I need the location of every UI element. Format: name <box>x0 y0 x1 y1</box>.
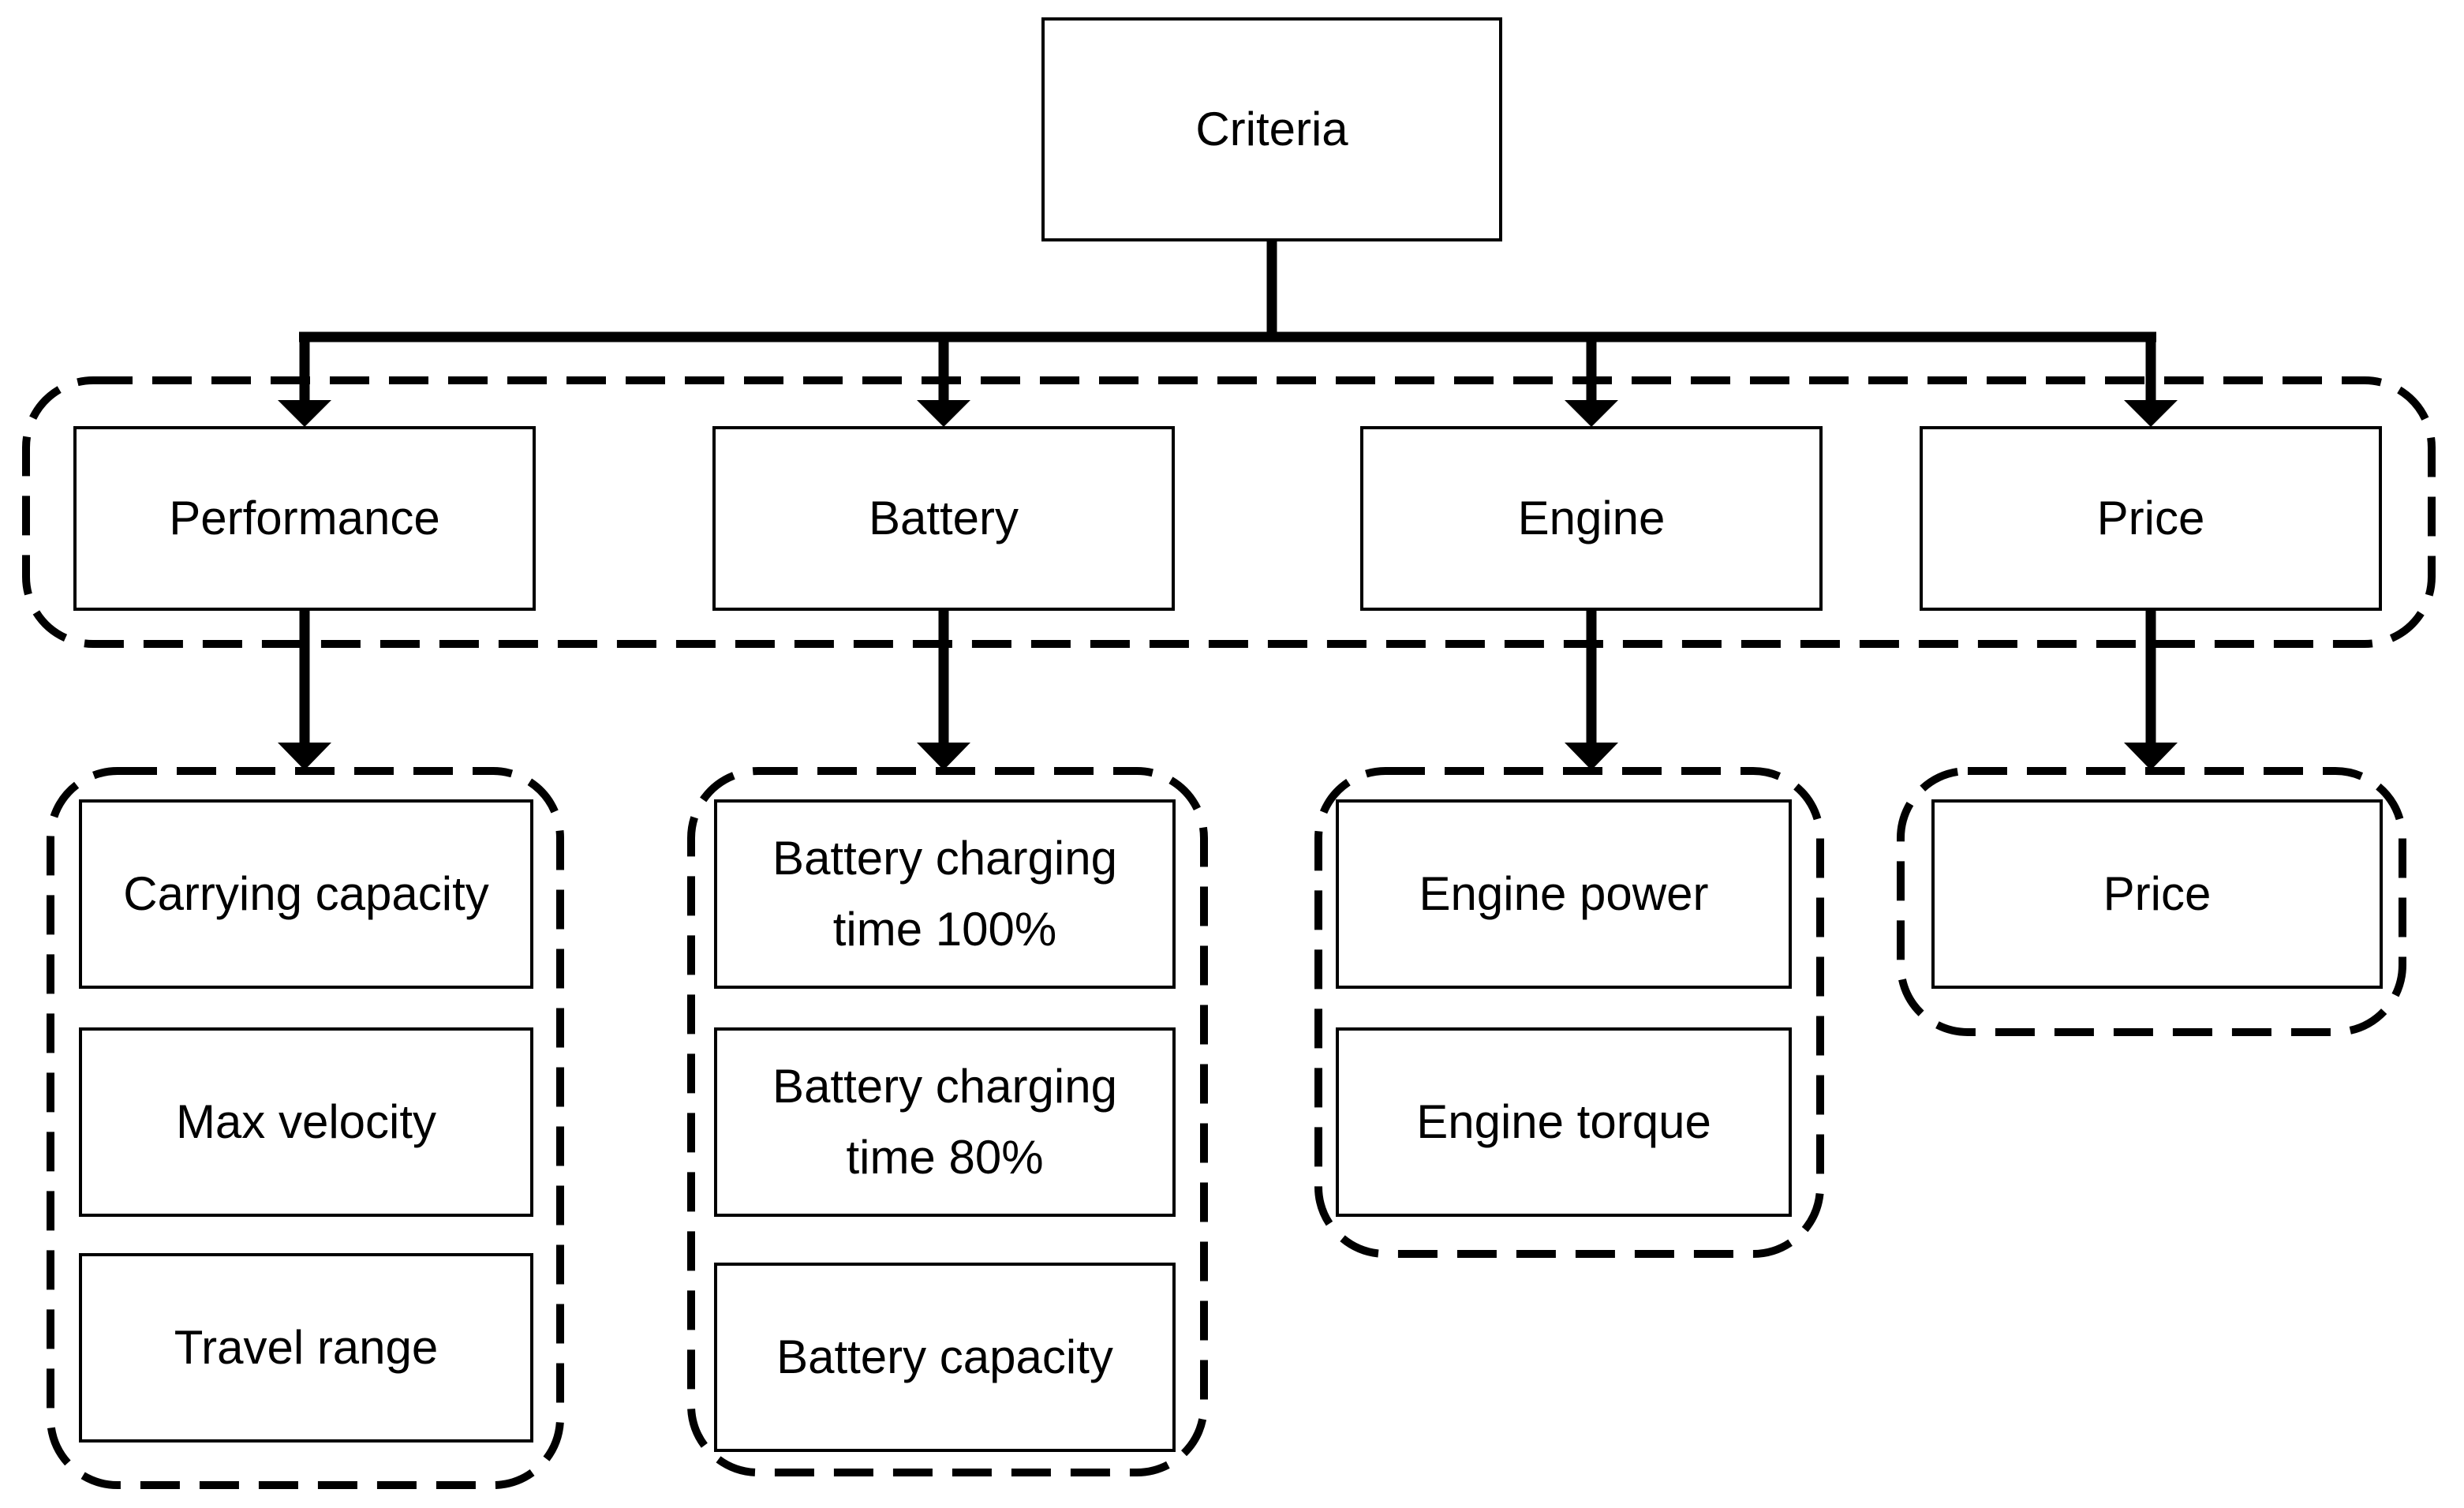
arrowhead-price-group <box>2124 743 2178 770</box>
node-criteria: Criteria <box>1041 17 1502 241</box>
arrowhead-battery-group <box>917 743 970 770</box>
node-travel-range: Travel range <box>79 1253 533 1443</box>
node-engine-power: Engine power <box>1336 799 1792 989</box>
node-carrying-capacity: Carrying capacity <box>79 799 533 989</box>
node-price-criterion: Price <box>1931 799 2383 989</box>
node-battery: Battery <box>712 426 1175 611</box>
arrowhead-battery <box>917 400 970 427</box>
arrowhead-engine-group <box>1565 743 1618 770</box>
node-engine-torque: Engine torque <box>1336 1027 1792 1217</box>
node-battery-capacity: Battery capacity <box>714 1263 1176 1452</box>
node-battery-charging-time-100: Battery charging time 100% <box>714 799 1176 989</box>
price-subcriteria-group-outline <box>1897 767 2406 1036</box>
arrowhead-engine <box>1565 400 1618 427</box>
criteria-level-group-outline <box>22 376 2436 648</box>
arrowhead-performance <box>278 400 331 427</box>
node-performance: Performance <box>73 426 536 611</box>
node-engine: Engine <box>1360 426 1823 611</box>
arrowhead-price <box>2124 400 2178 427</box>
battery-subcriteria-group-outline <box>687 767 1208 1476</box>
node-max-velocity: Max velocity <box>79 1027 533 1217</box>
node-price: Price <box>1920 426 2382 611</box>
node-battery-charging-time-80: Battery charging time 80% <box>714 1027 1176 1217</box>
performance-subcriteria-group-outline <box>47 767 564 1489</box>
arrowhead-performance-group <box>278 743 331 770</box>
engine-subcriteria-group-outline <box>1314 767 1824 1258</box>
